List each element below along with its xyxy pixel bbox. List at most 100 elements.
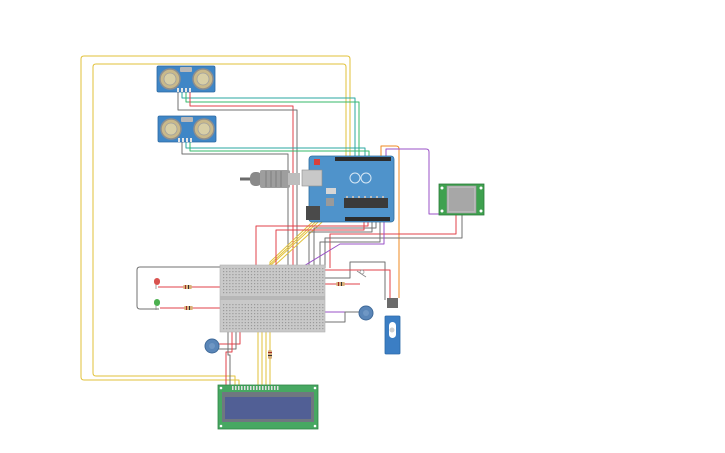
breadboard-hole (288, 292, 290, 294)
breadboard-hole (247, 286, 249, 288)
breadboard-hole (266, 325, 268, 327)
wire-yellow-outer[interactable] (80, 55, 351, 385)
breadboard-hole (257, 304, 259, 306)
breadboard-hole (235, 289, 237, 291)
wire-lcd-gray[interactable] (227, 330, 231, 385)
pir-sensor[interactable] (438, 183, 485, 216)
breadboard-hole (241, 328, 243, 330)
wire-s2-gray[interactable] (181, 142, 289, 270)
wire-led-loop[interactable] (136, 266, 222, 310)
breadboard-hole (272, 325, 274, 327)
breadboard-hole (254, 316, 256, 318)
wire-buzzer-2[interactable] (324, 311, 360, 323)
breadboard-hole (244, 292, 246, 294)
wire-s2-teal[interactable] (185, 142, 366, 157)
breadboard-hole (266, 268, 268, 270)
breadboard-hole (229, 322, 231, 324)
breadboard-hole (291, 328, 293, 330)
breadboard-hole (278, 292, 280, 294)
breadboard-hole (250, 286, 253, 288)
breadboard-hole (272, 310, 274, 312)
wire-lcd-red[interactable] (225, 330, 233, 385)
ultrasonic-sensor-1[interactable] (156, 65, 216, 93)
led-green[interactable] (154, 299, 160, 310)
wire-ard-gray-1[interactable] (313, 222, 377, 268)
breadboard-hole (223, 271, 225, 273)
wire-purple-pir[interactable] (385, 148, 446, 215)
resistor-1[interactable] (183, 285, 192, 289)
breadboard-hole (278, 313, 280, 315)
wire-yellow-inner[interactable] (92, 63, 347, 385)
breadboard[interactable] (219, 264, 326, 333)
breadboard-hole (266, 289, 268, 291)
breadboard-hole (319, 322, 321, 324)
wire-s1-teal[interactable] (181, 92, 356, 157)
breadboard-hole (281, 283, 284, 285)
breadboard-hole (303, 319, 305, 321)
breadboard-hole (241, 292, 243, 294)
wire-s1-gray[interactable] (177, 92, 298, 270)
breadboard-hole (229, 307, 231, 309)
arduino-uno[interactable] (301, 155, 395, 223)
breadboard-hole (235, 280, 237, 282)
breadboard-hole (288, 319, 290, 321)
breadboard-hole (294, 283, 296, 285)
breadboard-hole (226, 319, 228, 321)
led-red[interactable] (154, 278, 160, 289)
breadboard-hole (300, 304, 302, 306)
wire-bb-right-gray[interactable] (324, 261, 386, 300)
ultrasonic-sensor-2[interactable] (157, 115, 217, 143)
wire-pot-1[interactable] (218, 330, 241, 345)
wire-ard-gray-2[interactable] (308, 222, 373, 268)
breadboard-hole (316, 283, 318, 285)
wire-pir-red[interactable] (329, 214, 457, 268)
resistor-3[interactable] (336, 282, 345, 286)
potentiometer[interactable] (204, 338, 220, 354)
photoresistor[interactable] (356, 269, 367, 278)
breadboard-hole (300, 280, 302, 282)
breadboard-hole (306, 268, 308, 270)
breadboard-hole (266, 280, 268, 282)
resistor-2[interactable] (184, 306, 193, 310)
breadboard-hole (297, 277, 299, 279)
breadboard-hole (281, 280, 284, 282)
breadboard-hole (232, 271, 234, 273)
wire-s1-green[interactable] (185, 92, 360, 157)
breadboard-hole (232, 289, 234, 291)
breadboard-hole (294, 316, 296, 318)
breadboard-hole (235, 319, 237, 321)
lcd-16x2[interactable] (217, 384, 319, 430)
breadboard-hole (223, 268, 225, 270)
breadboard-hole (226, 316, 228, 318)
breadboard-hole (306, 283, 308, 285)
breadboard-hole (306, 313, 308, 315)
servo-motor[interactable] (384, 298, 401, 355)
breadboard-hole (250, 322, 253, 324)
breadboard-hole (260, 316, 262, 318)
wire-ard-red-2[interactable] (275, 222, 365, 268)
wire-ard-red-1[interactable] (255, 222, 369, 268)
breadboard-hole (288, 307, 290, 309)
breadboard-hole (312, 280, 315, 282)
wire-ard-gray-3[interactable] (319, 222, 381, 268)
breadboard-hole (285, 328, 287, 330)
breadboard-hole (260, 274, 262, 276)
breadboard-hole (235, 307, 237, 309)
breadboard-hole (291, 274, 293, 276)
usb-cable[interactable] (240, 170, 300, 188)
wire-pot-2[interactable] (218, 330, 237, 350)
breadboard-hole (319, 286, 321, 288)
breadboard-hole (285, 316, 287, 318)
wire-bb-right-red[interactable] (324, 269, 391, 300)
piezo-buzzer[interactable] (358, 305, 374, 321)
wire-s1-red[interactable] (189, 92, 294, 270)
breadboard-hole (306, 310, 308, 312)
wire-s2-green[interactable] (189, 142, 370, 157)
reset-button[interactable] (314, 159, 320, 165)
breadboard-hole (278, 325, 280, 327)
breadboard-hole (278, 268, 280, 270)
breadboard-hole (285, 319, 287, 321)
resistor-4[interactable] (268, 350, 272, 359)
breadboard-hole (297, 313, 299, 315)
breadboard-hole (275, 274, 277, 276)
